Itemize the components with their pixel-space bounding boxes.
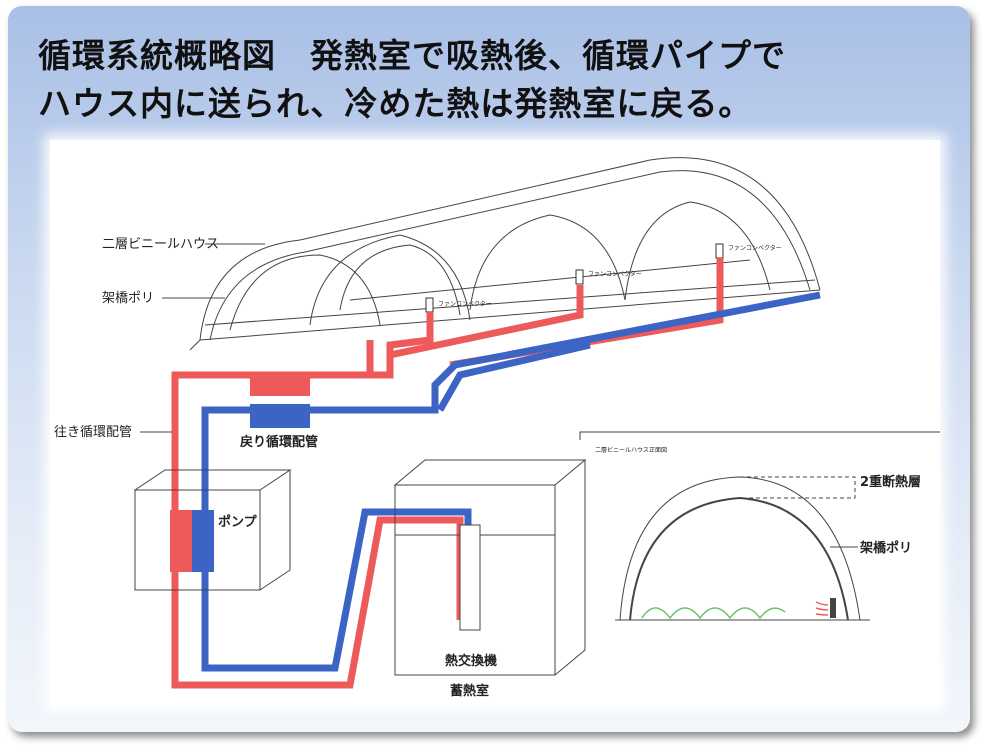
plants <box>641 607 786 620</box>
greenhouse-drawing <box>189 157 821 351</box>
supply-header <box>250 372 310 396</box>
house-label: 二層ビニールハウス <box>102 237 219 252</box>
front-view-title: 二層ビニールハウス正面図 <box>595 446 667 454</box>
title-line-1: 循環系統概略図 発熱室で吸熱後、循環パイプで <box>38 36 786 75</box>
circulation-diagram: 二層ビニールハウス 架橋ポリ ファンコンベクター ファンコンベクター ファンコン… <box>54 157 940 699</box>
fan-label-1: ファンコンベクター <box>438 300 492 308</box>
fan-label-2: ファンコンベクター <box>588 270 642 278</box>
front-frame-label: 架橋ポリ <box>859 540 912 556</box>
supply-pipe <box>171 258 724 689</box>
fan-convector-3 <box>715 243 724 259</box>
heat-exchanger-label: 熱交換機 <box>445 653 497 669</box>
insulation-label: 2重断熱層 <box>860 474 921 490</box>
heat-waves-icon <box>815 601 829 616</box>
front-view: 二層ビニールハウス正面図 2重断熱層 架橋ポリ <box>579 431 940 621</box>
heat-room-box <box>393 459 587 676</box>
slide-title: 循環系統概略図 発熱室で吸熱後、循環パイプで ハウス内に送られ、冷めた熱は発熱室… <box>38 32 968 128</box>
fan-label-3: ファンコンベクター <box>728 244 782 252</box>
pump-box <box>133 469 292 591</box>
diagram-panel: 二層ビニールハウス 架橋ポリ ファンコンベクター ファンコンベクター ファンコン… <box>50 140 940 706</box>
fan-convector-1 <box>425 297 434 313</box>
fan-convector-2 <box>575 269 584 285</box>
front-fan-convector <box>830 598 836 618</box>
heat-room-label: 蓄熱室 <box>450 683 489 699</box>
pump-return <box>192 510 214 572</box>
return-pipe-label: 戻り循環配管 <box>239 434 318 450</box>
fan-convectors: ファンコンベクター ファンコンベクター ファンコンベクター <box>425 243 782 313</box>
title-line-2: ハウス内に送られ、冷めた熱は発熱室に戻る。 <box>38 84 753 123</box>
pump-supply <box>170 510 192 572</box>
house-label-group: 二層ビニールハウス 架橋ポリ <box>102 237 265 306</box>
frame-label: 架橋ポリ <box>102 291 154 306</box>
return-pipe <box>201 291 821 672</box>
supply-pipe-label: 往き循環配管 <box>54 425 132 440</box>
pump-label: ポンプ <box>218 514 258 530</box>
return-header <box>250 404 310 428</box>
